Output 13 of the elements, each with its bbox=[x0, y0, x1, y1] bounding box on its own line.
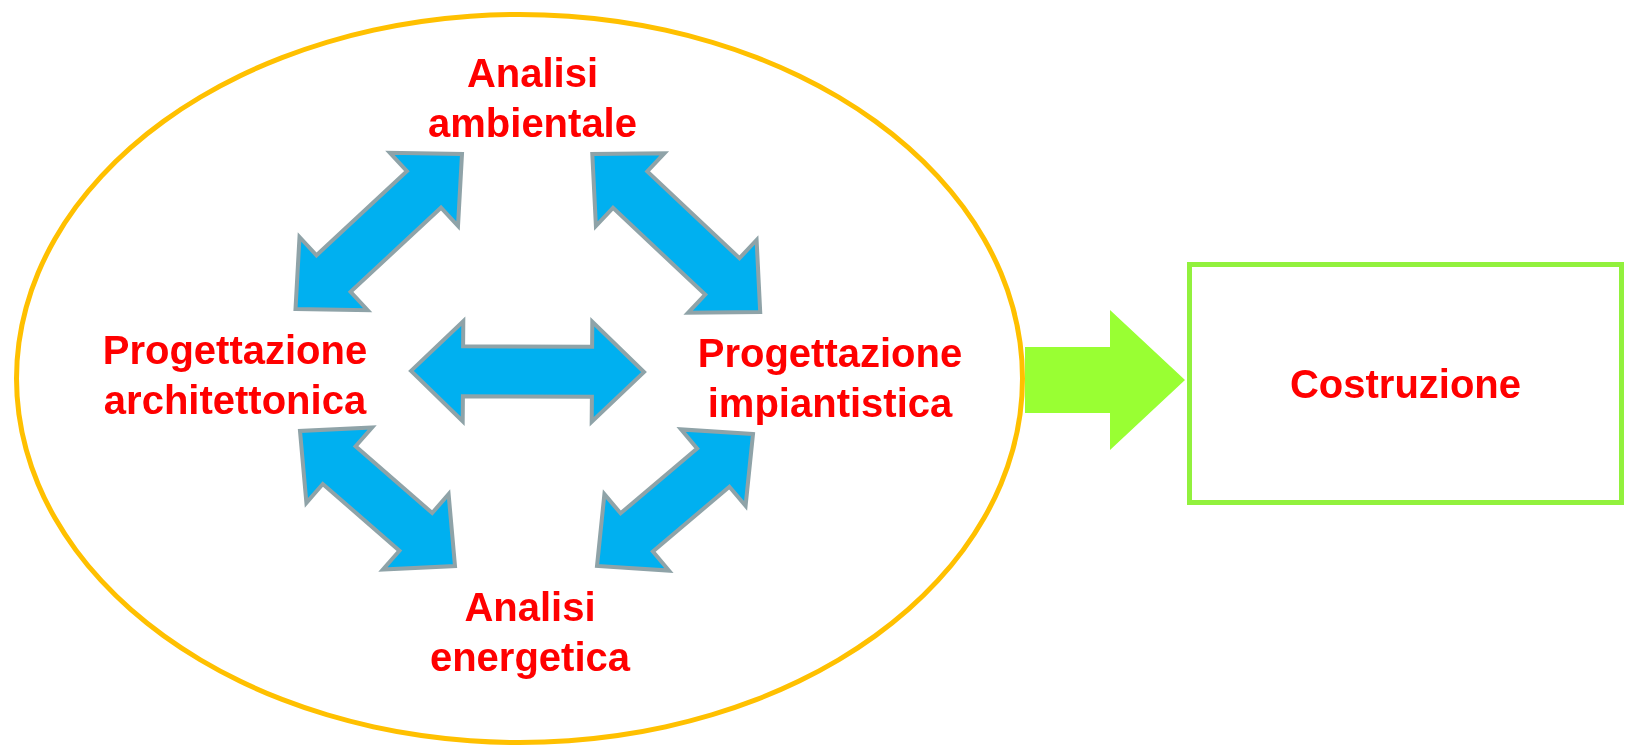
node-label: Analisi energetica bbox=[428, 584, 632, 681]
node-label: Progettazione architettonica bbox=[101, 327, 369, 424]
node-label: Analisi ambientale bbox=[427, 50, 638, 147]
process-box bbox=[1187, 262, 1624, 505]
double-block-arrow bbox=[293, 150, 465, 313]
double-block-arrow bbox=[297, 425, 458, 572]
double-block-arrow bbox=[594, 427, 756, 573]
double-block-arrow bbox=[408, 316, 647, 427]
double-block-arrow bbox=[1025, 310, 1185, 450]
node-label: Progettazione impiantistica bbox=[696, 330, 964, 427]
double-block-arrow bbox=[590, 151, 763, 315]
ellipse-outline bbox=[14, 12, 1025, 745]
node-label: Costruzione bbox=[1289, 360, 1522, 408]
